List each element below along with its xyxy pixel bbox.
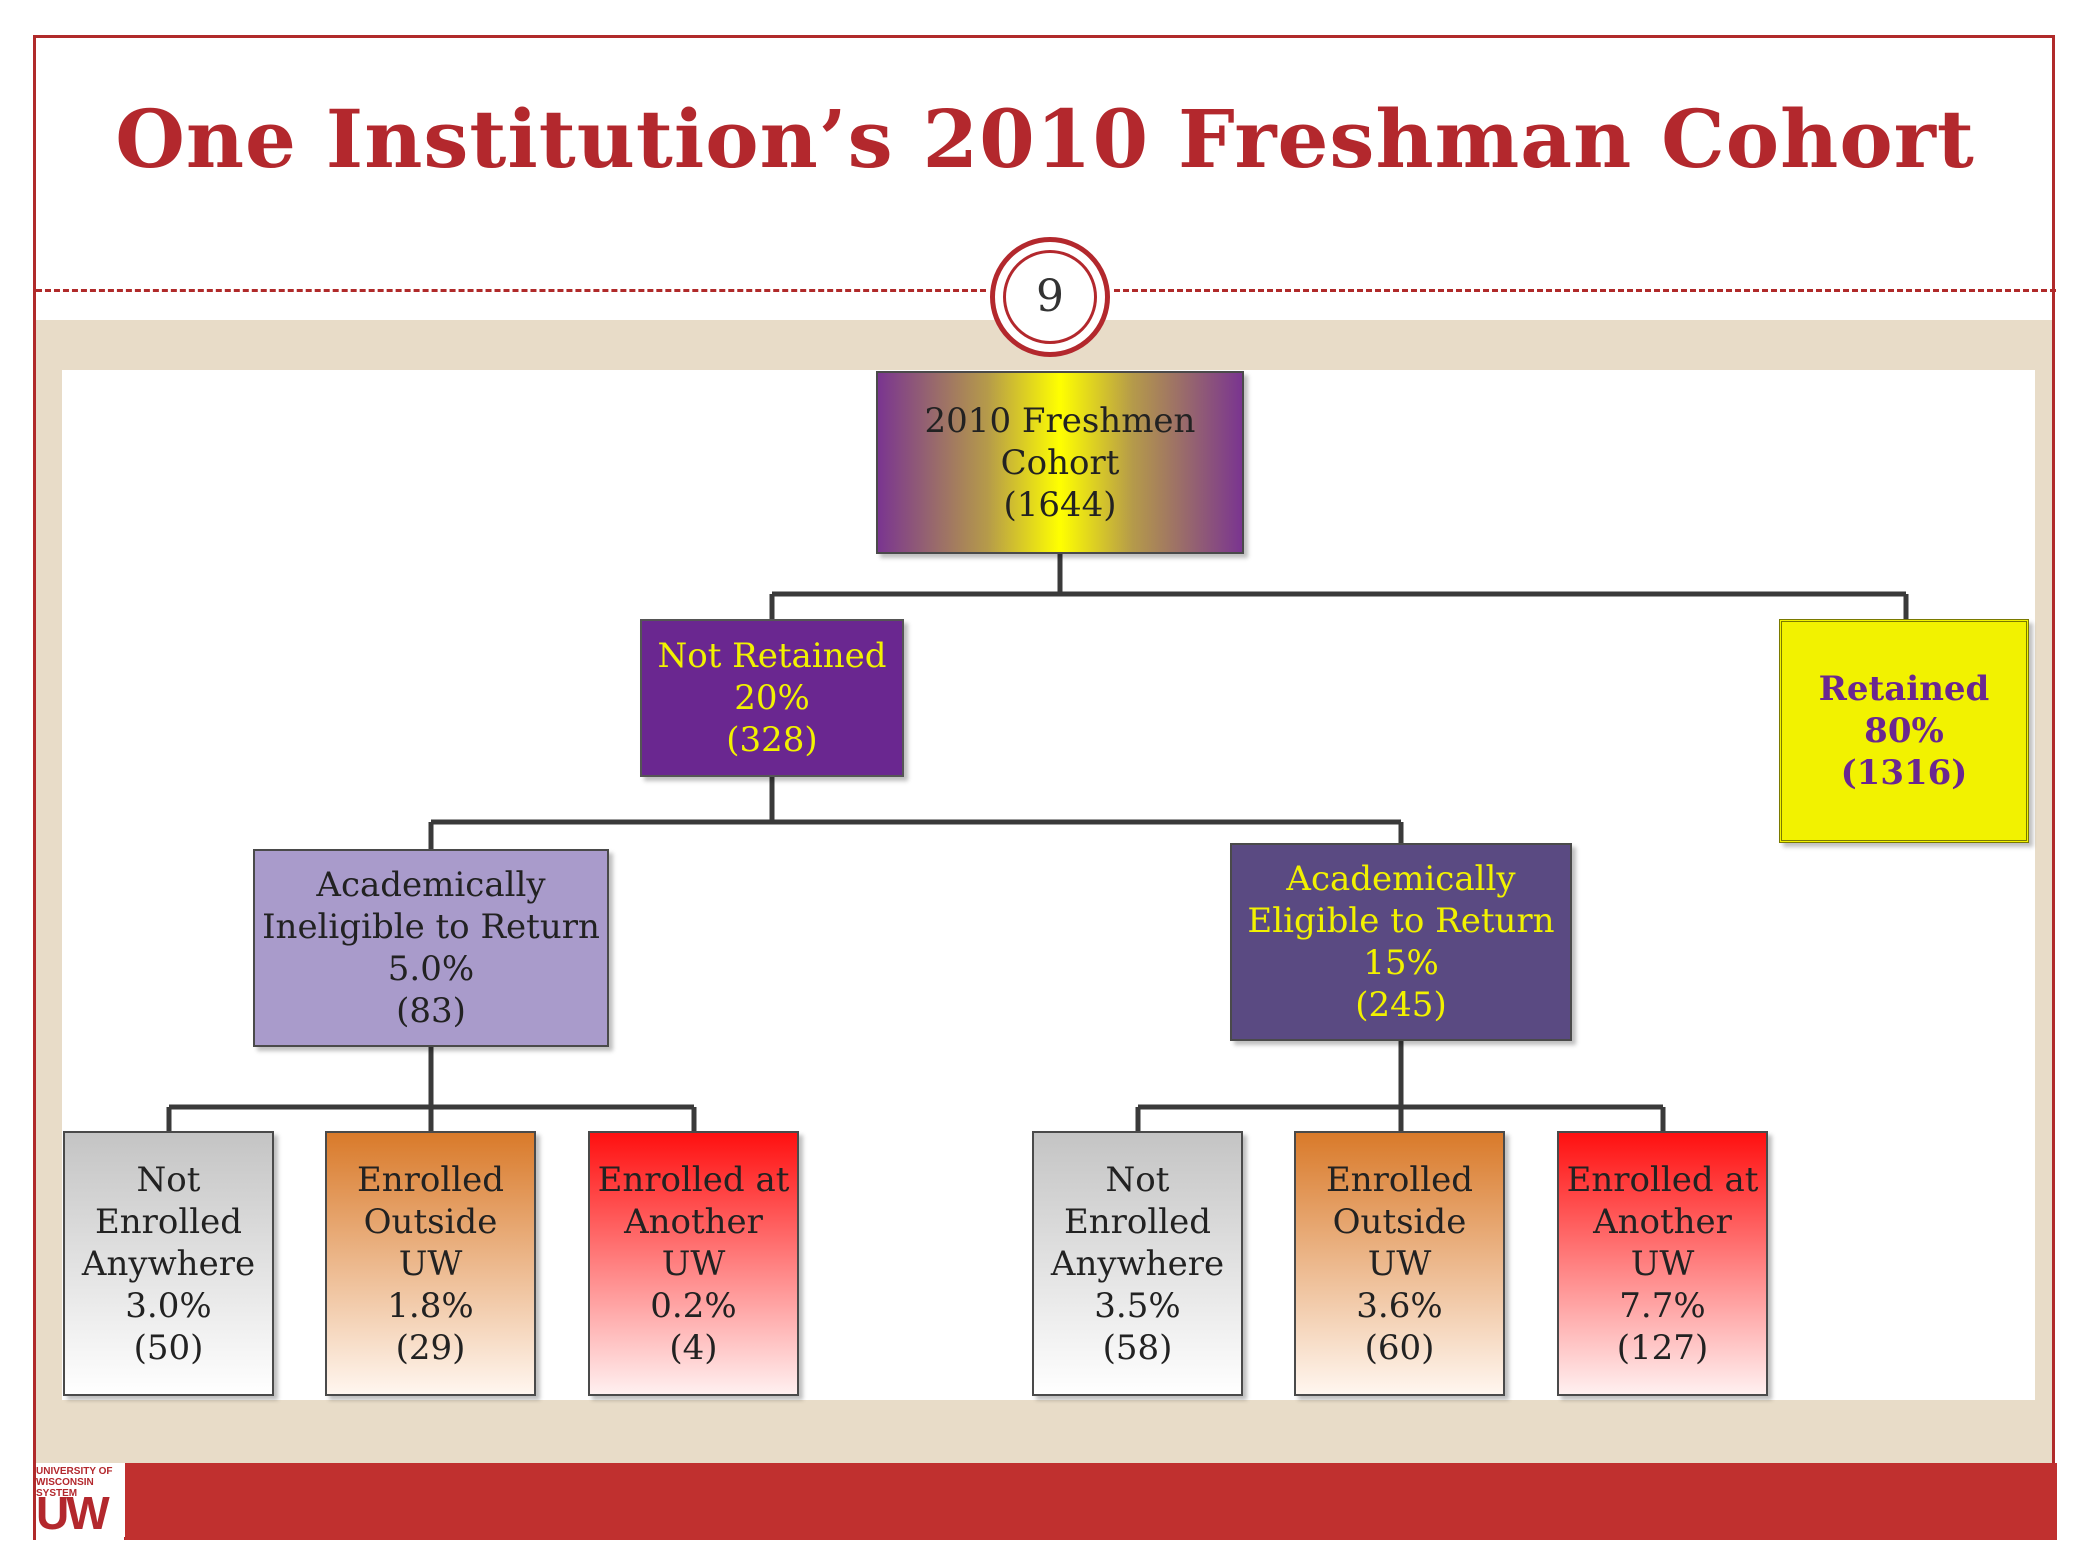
node-label: Outside UW bbox=[1332, 1201, 1467, 1284]
node-2010-freshmen-cohort: 2010 Freshmen Cohort (1644) bbox=[876, 371, 1244, 554]
slide-title: One Institution’s 2010 Freshman Cohort bbox=[115, 92, 1975, 186]
node-label: Anywhere bbox=[1050, 1243, 1225, 1284]
node-count: (127) bbox=[1616, 1327, 1709, 1368]
leaf-ineligible-not-enrolled: Not Enrolled Anywhere 3.0% (50) bbox=[63, 1131, 274, 1396]
node-count: (50) bbox=[133, 1327, 204, 1368]
node-label: Academically bbox=[316, 865, 546, 905]
node-label: Another UW bbox=[624, 1201, 763, 1284]
leaf-ineligible-enrolled-outside-uw: Enrolled Outside UW 1.8% (29) bbox=[325, 1131, 536, 1396]
node-label: Another UW bbox=[1593, 1201, 1732, 1284]
leaf-eligible-not-enrolled: Not Enrolled Anywhere 3.5% (58) bbox=[1032, 1131, 1243, 1396]
node-percent: 5.0% bbox=[387, 949, 475, 989]
node-label: Eligible to Return bbox=[1247, 901, 1555, 941]
node-count: (1644) bbox=[1003, 484, 1117, 525]
node-count: (4) bbox=[669, 1327, 718, 1368]
node-academically-ineligible: Academically Ineligible to Return 5.0% (… bbox=[253, 849, 609, 1047]
page-number: 9 bbox=[1003, 250, 1097, 344]
leaf-ineligible-enrolled-another-uw: Enrolled at Another UW 0.2% (4) bbox=[588, 1131, 799, 1396]
logo-text-line1: UNIVERSITY OF bbox=[36, 1466, 113, 1477]
node-percent: 0.2% bbox=[650, 1285, 737, 1326]
node-percent: 15% bbox=[1363, 943, 1439, 983]
node-percent: 1.8% bbox=[387, 1285, 474, 1326]
node-academically-eligible: Academically Eligible to Return 15% (245… bbox=[1230, 843, 1572, 1041]
node-label: Not Enrolled bbox=[94, 1159, 243, 1242]
node-count: (1316) bbox=[1840, 753, 1968, 793]
logo-text-line2: WISCONSIN SYSTEM bbox=[36, 1477, 94, 1499]
node-label: Enrolled at bbox=[1566, 1159, 1759, 1200]
node-retained: Retained 80% (1316) bbox=[1779, 619, 2029, 843]
node-label: Academically bbox=[1286, 859, 1516, 899]
node-label: Enrolled at bbox=[597, 1159, 790, 1200]
node-percent: 20% bbox=[734, 678, 810, 718]
node-percent: 3.0% bbox=[125, 1285, 212, 1326]
node-percent: 3.6% bbox=[1356, 1285, 1443, 1326]
leaf-eligible-enrolled-outside-uw: Enrolled Outside UW 3.6% (60) bbox=[1294, 1131, 1505, 1396]
node-percent: 3.5% bbox=[1094, 1285, 1181, 1326]
node-percent: 7.7% bbox=[1619, 1285, 1706, 1326]
node-label: Anywhere bbox=[81, 1243, 256, 1284]
node-label: Not Retained bbox=[657, 636, 887, 676]
node-label: Outside UW bbox=[363, 1201, 498, 1284]
logo-mark: UW bbox=[36, 1487, 110, 1539]
node-count: (245) bbox=[1355, 985, 1447, 1025]
footer-bar bbox=[125, 1463, 2057, 1540]
node-count: (58) bbox=[1102, 1327, 1173, 1368]
node-count: (328) bbox=[726, 720, 818, 760]
node-label: Not Enrolled bbox=[1063, 1159, 1212, 1242]
node-count: (83) bbox=[396, 991, 466, 1031]
divider-right bbox=[1114, 289, 2056, 292]
page-number-badge: 9 bbox=[990, 237, 1110, 357]
uw-system-logo: UNIVERSITY OF WISCONSIN SYSTEM UW bbox=[36, 1463, 124, 1540]
node-label: Enrolled bbox=[356, 1159, 505, 1200]
node-label: Enrolled bbox=[1325, 1159, 1474, 1200]
node-label: Ineligible to Return bbox=[262, 907, 600, 947]
node-label: Retained bbox=[1818, 669, 1990, 709]
leaf-eligible-enrolled-another-uw: Enrolled at Another UW 7.7% (127) bbox=[1557, 1131, 1768, 1396]
node-count: (60) bbox=[1364, 1327, 1435, 1368]
node-label: Cohort bbox=[1000, 442, 1120, 483]
node-not-retained: Not Retained 20% (328) bbox=[640, 619, 904, 777]
node-percent: 80% bbox=[1864, 711, 1944, 751]
divider-left bbox=[36, 289, 986, 292]
node-label: 2010 Freshmen bbox=[924, 400, 1196, 441]
node-count: (29) bbox=[395, 1327, 466, 1368]
